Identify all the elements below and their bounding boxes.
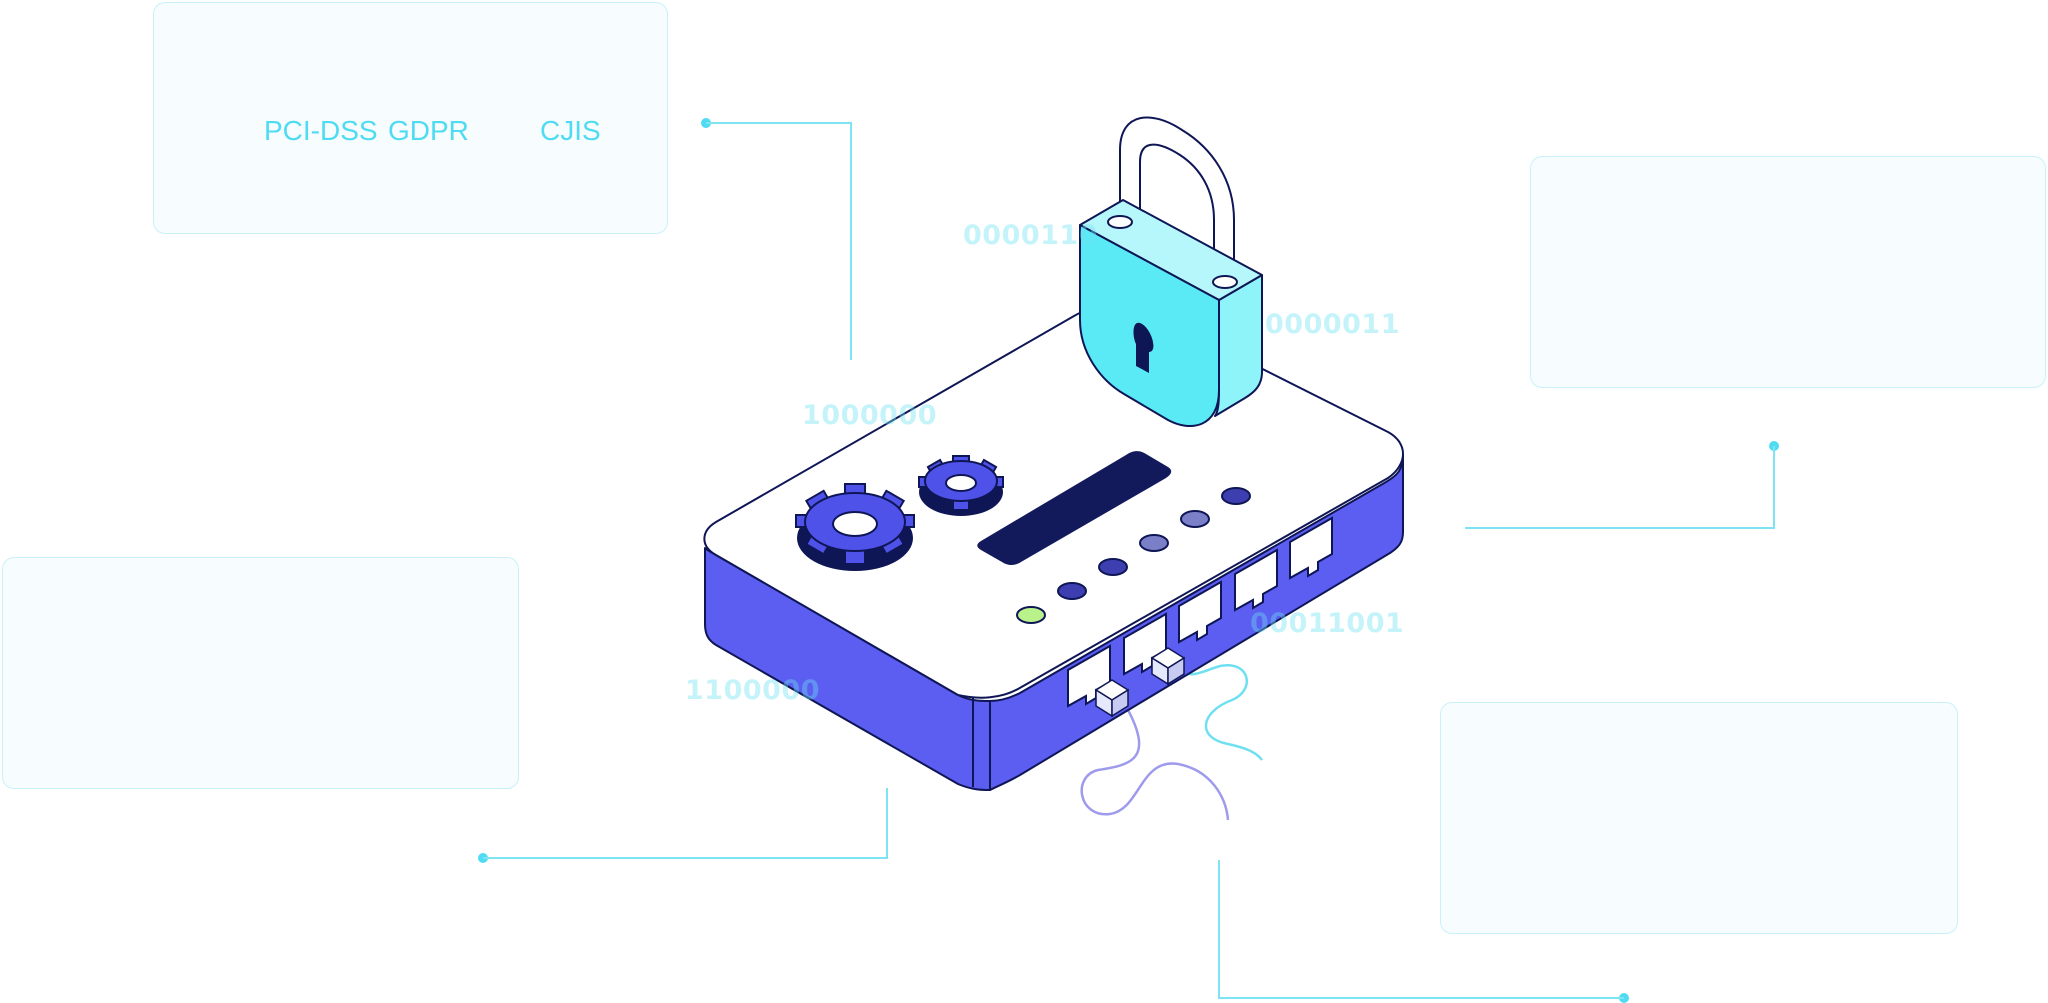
ethernet-port-icon — [1289, 516, 1333, 580]
high-performance-card — [1440, 702, 1958, 934]
led-indicator — [1098, 558, 1128, 576]
compliance-card — [153, 2, 668, 234]
cable-plug — [1094, 679, 1130, 718]
led-indicator — [1180, 510, 1210, 528]
cable-cyan — [1177, 663, 1263, 761]
led-indicator — [1221, 487, 1251, 505]
led-indicator — [1139, 534, 1169, 552]
compliance-tag-gdpr: GDPR — [388, 115, 469, 146]
binary-stream: 0000011 — [1265, 309, 1401, 340]
binary-stream: 00011001 — [1250, 608, 1405, 639]
padlock-icon — [1079, 116, 1263, 427]
status-leds — [1016, 487, 1251, 624]
binary-stream: 1000000 — [802, 400, 938, 431]
lock-body — [1079, 224, 1220, 427]
connector-remote-management — [478, 788, 888, 863]
connector-compliance — [701, 118, 852, 360]
remote-management-card — [2, 557, 519, 789]
cable-plug — [1150, 647, 1186, 686]
ethernet-port-icon — [1178, 580, 1222, 644]
connector-lines — [478, 118, 1779, 1003]
keyhole-icon — [1133, 322, 1154, 373]
lock-shackle — [1119, 116, 1235, 283]
secure-access-card — [1530, 156, 2046, 388]
connector-secure-access — [1465, 441, 1779, 529]
display-panel — [977, 451, 1172, 565]
led-indicator — [1057, 582, 1087, 600]
binary-stream: 0000110 — [963, 220, 1099, 251]
ethernet-port-icon — [1234, 548, 1278, 612]
led-power-indicator — [1016, 606, 1046, 624]
connector-high-performance — [1218, 860, 1629, 1003]
binary-stream: 1100000 — [685, 675, 821, 706]
gear-icon — [795, 483, 915, 571]
ethernet-ports — [1067, 516, 1333, 708]
gear-icon — [918, 455, 1004, 516]
cable-purple — [1080, 707, 1230, 821]
compliance-tag-pci-dss: PCI-DSS — [264, 115, 378, 146]
compliance-tag-cjis: CJIS — [540, 115, 601, 146]
